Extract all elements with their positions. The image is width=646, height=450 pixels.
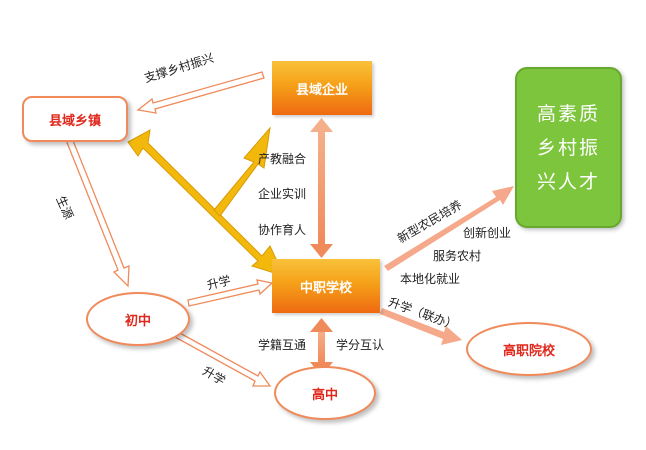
arrow-support — [136, 71, 265, 114]
node-county-enterprise-label: 县域企业 — [295, 82, 348, 98]
arrow-to-talent — [384, 186, 514, 271]
label-status-exchange: 学籍互通 — [258, 338, 307, 352]
label-industry-education: 产教融合 — [258, 152, 307, 166]
arrow-junior-to-vocational — [187, 279, 274, 307]
node-county-town: 县域乡镇 — [22, 96, 128, 142]
arrow-to-higher-vocational — [380, 308, 462, 345]
node-talent: 高素质 乡村振 兴人才 — [515, 67, 622, 228]
node-vocational-school-label: 中职学校 — [299, 280, 352, 296]
node-county-town-label: 县域乡镇 — [48, 113, 101, 129]
node-higher-vocational-label: 高职院校 — [502, 343, 555, 359]
arrow-source — [65, 137, 130, 288]
node-vocational-school: 中职学校 — [272, 259, 380, 313]
label-serve-countryside: 服务农村 — [433, 249, 482, 263]
node-high-school: 高中 — [274, 366, 376, 420]
node-talent-line1: 高素质 — [536, 102, 600, 125]
label-collaborative-education: 协作育人 — [258, 223, 307, 237]
node-talent-line3: 兴人才 — [536, 170, 600, 193]
node-junior-middle-label: 初中 — [124, 313, 151, 329]
node-high-school-label: 高中 — [311, 387, 338, 403]
label-credit-recognition: 学分互认 — [336, 338, 385, 352]
arrow-enterprise-vocational — [310, 118, 333, 258]
label-enterprise-training: 企业实训 — [258, 187, 307, 201]
label-innovation: 创新创业 — [463, 226, 512, 240]
node-higher-vocational: 高职院校 — [466, 322, 592, 376]
node-county-enterprise: 县域企业 — [272, 61, 372, 115]
label-local-employment: 本地化就业 — [400, 272, 461, 286]
node-talent-line2: 乡村振 — [536, 136, 600, 159]
arrow-junior-to-high — [174, 331, 272, 387]
node-junior-middle: 初中 — [86, 292, 190, 346]
